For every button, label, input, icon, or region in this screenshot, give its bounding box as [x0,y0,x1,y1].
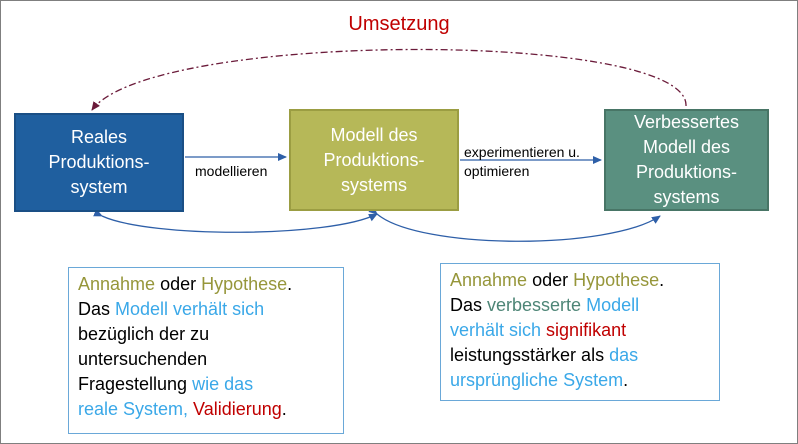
text-das: Das [450,295,488,315]
note-left-line-5: Fragestellung wie das [78,372,334,397]
text-oder: oder [527,270,574,290]
text-period: . [287,274,293,294]
text-annahme: Annahme [78,274,156,294]
model-text: Modell des Produktions- systems [323,124,425,195]
note-right-line-1: Annahme oder Hypothese. [450,268,710,293]
text-wie-das: wie das [192,374,254,394]
text-hypothese: Hypothese [201,274,288,294]
note-left-line-4: untersuchenden [78,349,208,369]
text-annahme: Annahme [450,270,528,290]
text-leistungsstaerker: leistungsstärker als [450,345,610,365]
model-box: Modell des Produktions- systems [289,109,459,211]
note-right-line-3: verhält sich signifikant [450,318,710,343]
validation-arrow-right [368,205,661,242]
text-verhaelt-sich: verhält sich [450,320,547,340]
experimentieren-label: experimentieren u. [464,144,580,160]
umsetzung-label: Umsetzung [348,13,450,35]
note-right-line-4: leistungsstärker als das [450,343,710,368]
improved-model-box: Verbessertes Modell des Produktions- sys… [604,109,769,211]
text-modell-verhaelt: Modell verhält sich [115,299,265,319]
note-left-line-1: Annahme oder Hypothese. [78,272,334,297]
assumption-note-left: Annahme oder Hypothese. Das Modell verhä… [68,267,344,434]
real-system-box: Reales Produktions- system [14,113,184,212]
optimieren-label: optimieren [464,163,530,179]
validation-arrow-left [93,209,378,233]
text-urspruengliche: ursprüngliche System [450,370,624,390]
text-period: . [281,399,287,419]
text-signifikant: signifikant [546,320,627,340]
text-validierung: Validierung [193,399,282,419]
text-das-blue: das [609,345,639,365]
note-right-line-2: Das verbesserte Modell [450,293,710,318]
text-das: Das [78,299,116,319]
text-verbesserte: verbesserte [487,295,582,315]
real-system-text: Reales Produktions- system [48,127,150,197]
text-hypothese: Hypothese [573,270,660,290]
improved-model-text: Verbessertes Modell des Produktions- sys… [633,112,740,207]
note-right-line-5: ursprüngliche System. [450,368,710,393]
assumption-note-right: Annahme oder Hypothese. Das verbesserte … [440,263,720,401]
text-period: . [659,270,665,290]
text-oder: oder [155,274,202,294]
note-left-line-3: bezüglich der zu [78,324,210,344]
text-modell: Modell [586,295,640,315]
text-fragestellung: Fragestellung [78,374,193,394]
text-period: . [623,370,629,390]
note-left-line-2: Das Modell verhält sich [78,297,334,322]
text-reale-system: reale System, [78,399,194,419]
note-left-line-6: reale System, Validierung. [78,397,334,422]
umsetzung-arrow [91,48,687,111]
modellieren-label: modellieren [195,163,268,179]
